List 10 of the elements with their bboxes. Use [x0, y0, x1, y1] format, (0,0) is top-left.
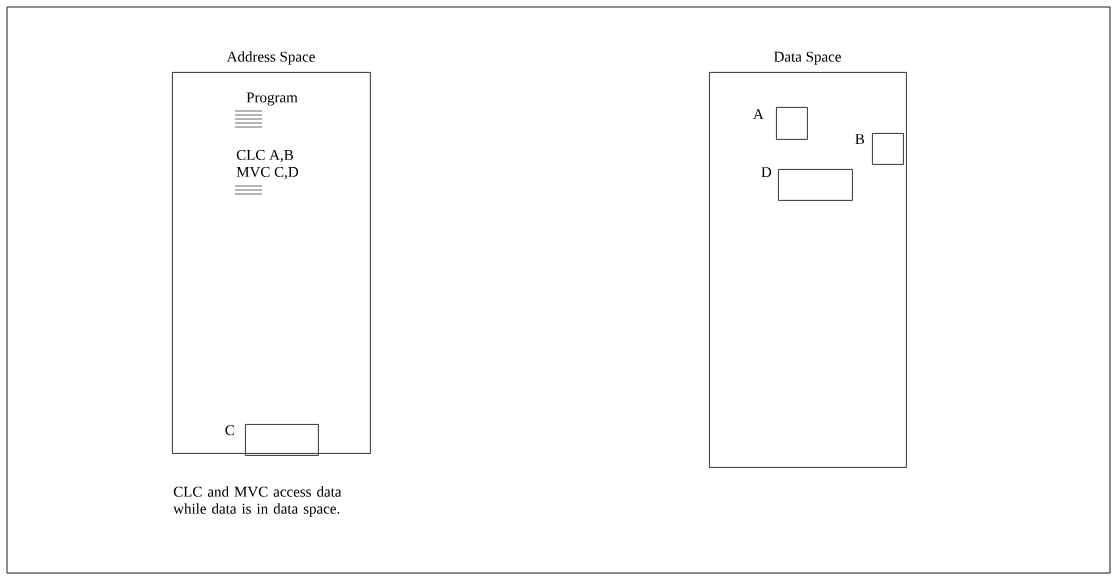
area-label: D — [761, 167, 772, 178]
area-label: A — [753, 109, 764, 120]
area-label: B — [855, 134, 865, 145]
area-label: C — [225, 425, 234, 436]
instruction-text: MVC C,D — [236, 166, 299, 180]
box-heading: Address Space — [226, 51, 315, 65]
instruction-text: CLC A,B — [236, 149, 293, 163]
box-heading: Data Space — [774, 51, 841, 65]
caption-text: CLC and MVC access data while data is in data space. — [173, 486, 342, 517]
program-heading: Program — [246, 92, 298, 106]
